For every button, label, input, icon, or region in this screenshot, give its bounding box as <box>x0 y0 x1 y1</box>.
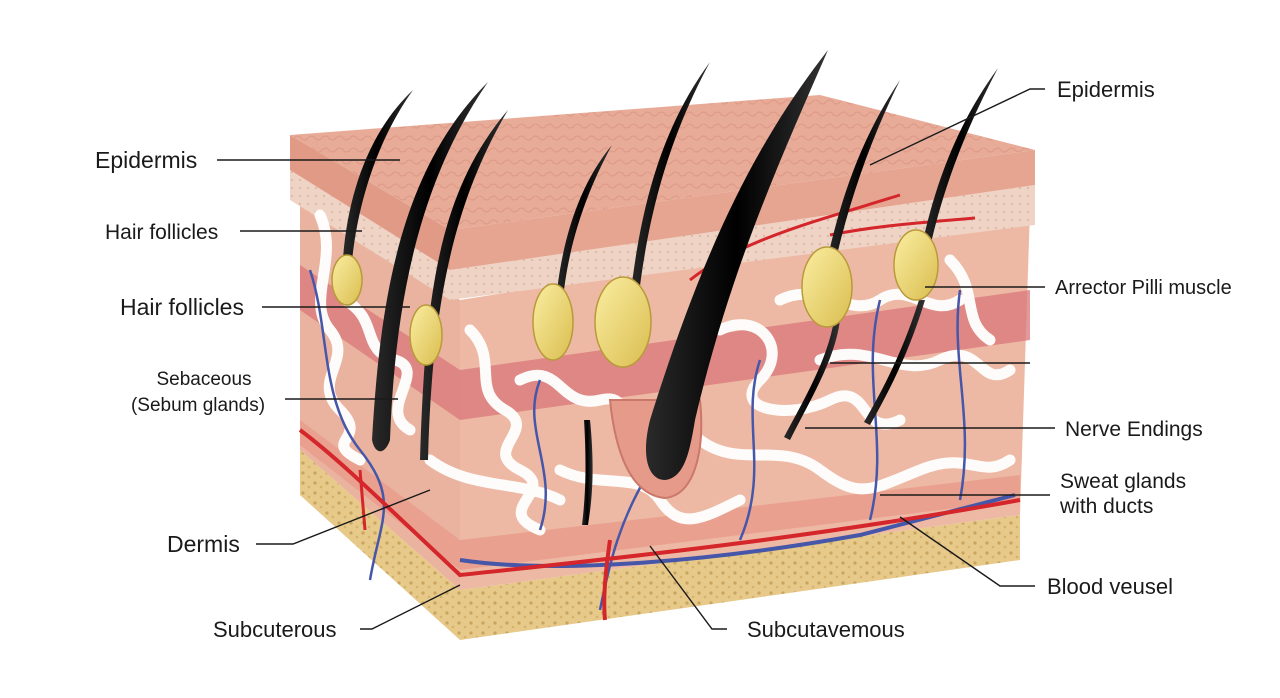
stratum-layer <box>290 170 1035 300</box>
labels: Epidermis Hair follicles Hair follicles … <box>95 77 1232 642</box>
sweat-gland-coils <box>314 209 1016 536</box>
label-nerve-endings: Nerve Endings <box>1065 418 1203 441</box>
label-with-ducts: with ducts <box>1059 495 1153 518</box>
label-epidermis-right: Epidermis <box>1057 77 1155 102</box>
sebaceous-glands <box>331 229 939 368</box>
label-blood-vessel: Blood veusel <box>1047 574 1173 599</box>
label-epidermis-left: Epidermis <box>95 147 197 173</box>
hair-root <box>582 420 593 525</box>
hair-shaft-large <box>645 50 828 480</box>
label-hair-follicles-1: Hair follicles <box>105 221 218 244</box>
sebaceous-gland <box>532 283 574 361</box>
label-arrector-pili: Arrector Pilli muscle <box>1055 277 1232 299</box>
hair-shaft <box>420 110 508 460</box>
label-sebaceous: Sebaceous <box>156 369 251 390</box>
hair-shaft <box>825 80 900 272</box>
hair-root <box>864 300 925 425</box>
leader-lines <box>217 88 1055 630</box>
label-dermis: Dermis <box>167 531 240 557</box>
subcutaneous-layer <box>300 450 1020 640</box>
sebaceous-gland <box>331 254 363 306</box>
hair-shaft <box>920 68 998 257</box>
hair-shaft <box>372 82 488 452</box>
label-sweat-glands: Sweat glands <box>1060 470 1186 493</box>
sebaceous-gland <box>594 276 652 368</box>
label-hair-follicles-2: Hair follicles <box>120 294 244 320</box>
hair-root <box>784 320 840 440</box>
label-subcutavemous: Subcutavemous <box>747 617 905 642</box>
hair-shaft <box>630 62 710 302</box>
sebaceous-gland <box>893 229 939 301</box>
label-sebum-glands: (Sebum glands) <box>131 395 265 416</box>
sebaceous-gland <box>801 246 853 328</box>
label-subcuterous: Subcuterous <box>213 617 337 642</box>
sebaceous-gland <box>409 304 443 366</box>
